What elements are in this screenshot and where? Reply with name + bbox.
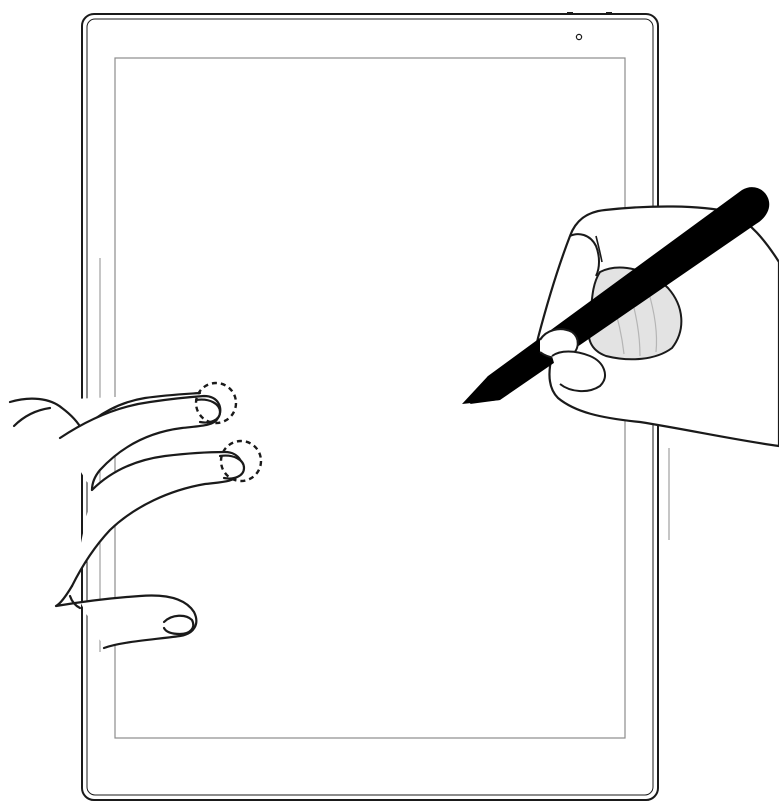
dashed-circle-icon: [219, 439, 263, 483]
right-hand-stylus-gesture: [462, 187, 779, 448]
camera-dot-icon: [575, 33, 583, 41]
lower-finger: [54, 584, 198, 650]
finger-crease: [595, 235, 603, 263]
middle-fingernail: [218, 454, 246, 480]
stylus-tip: [462, 376, 500, 404]
wrist-outline: [12, 406, 52, 428]
dashed-circle-icon: [194, 381, 238, 425]
left-hand-tap-gesture: [8, 391, 246, 650]
tap-indicators: [194, 381, 263, 483]
lower-fingernail: [162, 614, 195, 636]
tablet-device: [81, 12, 670, 801]
lower-hand-curl: [551, 350, 606, 392]
index-fingernail: [194, 398, 222, 424]
knuckle-crease: [68, 594, 82, 610]
index-finger-fold: [569, 233, 600, 277]
